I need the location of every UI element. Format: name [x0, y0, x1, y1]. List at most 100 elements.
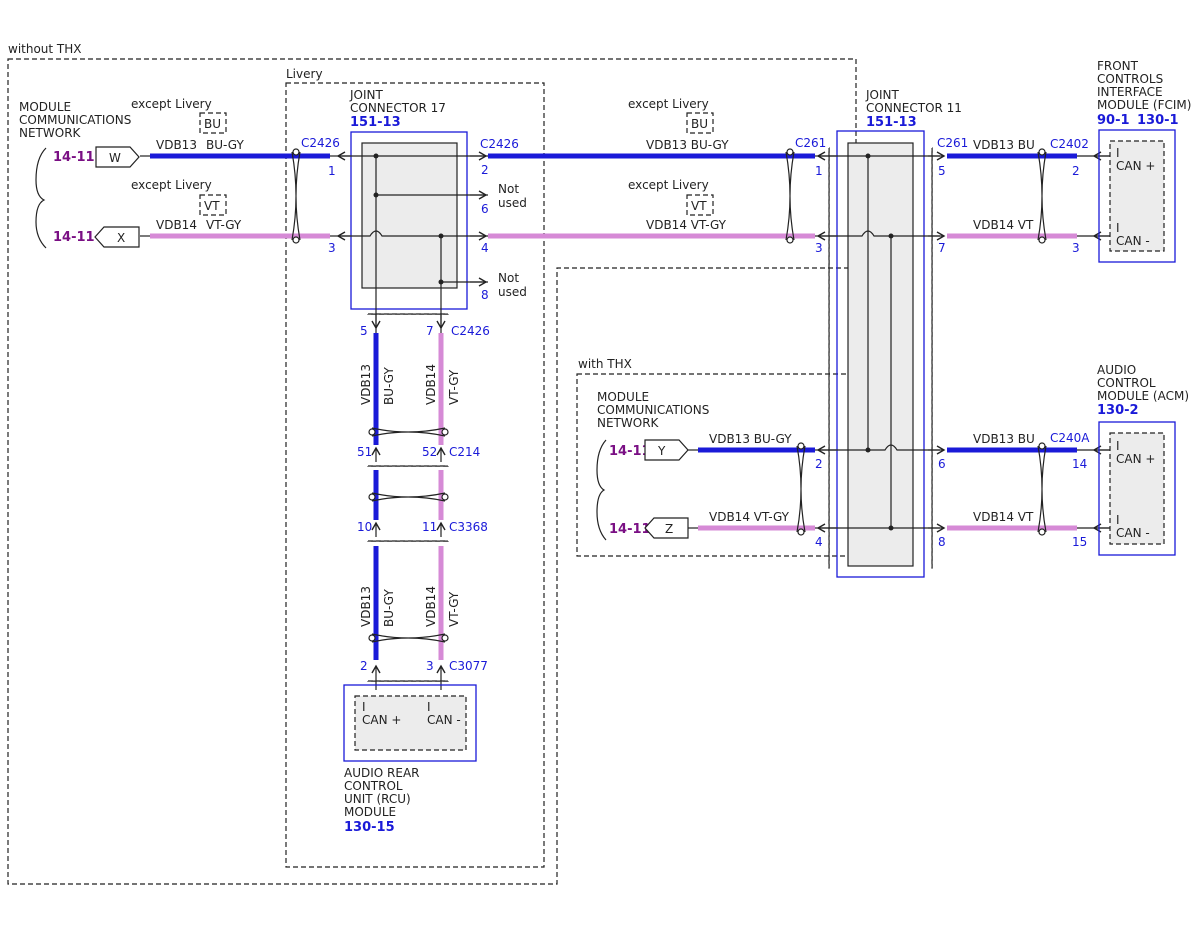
pin-7e: 7 [938, 241, 946, 255]
rcu-title-4: MODULE [344, 805, 396, 819]
label-v-bu-gy-c: BU-GY [382, 589, 396, 627]
label-v-vdb13-a: VDB13 [359, 364, 373, 405]
label-vdb13-mid: VDB13 BU-GY [646, 138, 729, 152]
conn-c214: C214 [449, 445, 480, 459]
label-v-vt-gy-a: VT-GY [447, 369, 461, 405]
jc11-ref: 151-13 [866, 115, 917, 130]
acm-can-plus: CAN + [1116, 452, 1155, 466]
label-vdb14-acm: VDB14 VT [973, 510, 1034, 524]
pin-51: 51 [357, 445, 372, 459]
note-vt-box [199, 194, 227, 216]
pin-8b: 8 [481, 288, 489, 302]
network-thx-label-3: NETWORK [597, 416, 660, 430]
rcu-title-1: AUDIO REAR [344, 766, 420, 780]
pin-4t: 4 [815, 535, 823, 549]
tag-z-shape [644, 517, 689, 539]
acm-title-2: CONTROL [1097, 376, 1156, 390]
note-except-livery-3: except Livery [628, 97, 709, 111]
note-except-livery-4: except Livery [628, 178, 709, 192]
not-used-a2: used [498, 196, 527, 210]
note-bu: BU [204, 117, 221, 131]
pin-10: 10 [357, 520, 372, 534]
conn-c2426-a: C2426 [301, 136, 340, 150]
rcu-i1: I [362, 700, 366, 714]
pin-5d: 5 [360, 324, 368, 338]
label-vdb14-thx: VDB14 VT-GY [709, 510, 790, 524]
pin-15: 15 [1072, 535, 1087, 549]
note-vt: VT [204, 199, 220, 213]
pin-2t: 2 [815, 457, 823, 471]
label-vdb13-thx: VDB13 BU-GY [709, 432, 792, 446]
fcim-i1: I [1116, 146, 1120, 160]
conn-c3077: C3077 [449, 659, 488, 673]
acm-ref: 130-2 [1097, 403, 1139, 418]
jc17-title-2: CONNECTOR 17 [350, 101, 446, 115]
note-bu2-box [686, 112, 714, 134]
fcim-title-3: INTERFACE [1097, 85, 1163, 99]
acm-i2: I [1116, 513, 1120, 527]
label-vt-gy-left: VT-GY [206, 218, 242, 232]
fcim-title-2: CONTROLS [1097, 72, 1163, 86]
label-vdb14-fcim: VDB14 VT [973, 218, 1034, 232]
joint-connector-17: JOINT CONNECTOR 17 151-13 [342, 88, 488, 335]
rcu-title-2: CONTROL [344, 779, 403, 793]
not-used-b2: used [498, 285, 527, 299]
conn-c2402: C2402 [1050, 137, 1089, 151]
conn-c261-b: C261 [937, 136, 968, 150]
note-vt2-box [686, 194, 714, 216]
label-v-vdb14-c: VDB14 [424, 586, 438, 627]
network-left-ref-w: 14-11 [53, 150, 95, 165]
fcim-title-1: FRONT [1097, 59, 1139, 73]
pin-14: 14 [1072, 457, 1087, 471]
pin-1c: 1 [815, 164, 823, 178]
label-v-vdb14-a: VDB14 [424, 364, 438, 405]
fcim-can-plus: CAN + [1116, 159, 1155, 173]
conn-c240a: C240A [1050, 431, 1090, 445]
rcu-can-minus: CAN - [427, 713, 461, 727]
tag-x-shape [94, 226, 140, 248]
acm-title-3: MODULE (ACM) [1097, 389, 1189, 403]
tag-w: W [109, 151, 121, 165]
region-livery-label: Livery [286, 67, 323, 81]
rcu-ref: 130-15 [344, 820, 395, 835]
pin-52: 52 [422, 445, 437, 459]
network-thx-ref-y: 14-11 [609, 444, 651, 459]
pin-7d: 7 [426, 324, 434, 338]
network-left-ref-x: 14-11 [53, 230, 95, 245]
region-with-thx-label: with THX [578, 357, 632, 371]
region-without-thx-label: without THX [8, 42, 82, 56]
label-vdb13-left: VDB13 [156, 138, 197, 152]
arrows-vertical [371, 446, 446, 690]
pin-3c: 3 [815, 241, 823, 255]
acm-module: AUDIO CONTROL MODULE (ACM) 130-2 I CAN +… [1097, 363, 1189, 556]
acm-can-minus: CAN - [1116, 526, 1150, 540]
fcim-module: FRONT CONTROLS INTERFACE MODULE (FCIM) 9… [1097, 59, 1191, 263]
network-thx: MODULE COMMUNICATIONS NETWORK 14-11 14-1… [596, 390, 709, 541]
label-vdb13-fcim: VDB13 BU [973, 138, 1035, 152]
acm-title-1: AUDIO [1097, 363, 1136, 377]
jc11-title-2: CONNECTOR 11 [866, 101, 962, 115]
network-thx-label-1: MODULE [597, 390, 649, 404]
fcim-i2: I [1116, 221, 1120, 235]
region-without-thx [7, 58, 857, 885]
note-bu-box [199, 112, 227, 134]
jc17-title-1: JOINT [349, 88, 384, 102]
tag-w-shape [95, 146, 140, 168]
rcu-title-3: UNIT (RCU) [344, 792, 411, 806]
not-used-a1: Not [498, 182, 519, 196]
pin-3f: 3 [1072, 241, 1080, 255]
network-thx-brace [596, 439, 607, 541]
pin-6t: 6 [938, 457, 946, 471]
note-vt2: VT [691, 199, 707, 213]
pin-4b: 4 [481, 241, 489, 255]
rcu-can-plus: CAN + [362, 713, 401, 727]
label-bu-gy-left: BU-GY [206, 138, 244, 152]
label-v-vdb13-c: VDB13 [359, 586, 373, 627]
pin-1a: 1 [328, 164, 336, 178]
tag-z: Z [665, 522, 673, 536]
twist-symbols [291, 148, 1047, 536]
conn-c3368: C3368 [449, 520, 488, 534]
twist-vertical [368, 427, 449, 643]
pin-3a: 3 [328, 241, 336, 255]
joint-connector-11: JOINT CONNECTOR 11 151-13 [828, 88, 962, 578]
